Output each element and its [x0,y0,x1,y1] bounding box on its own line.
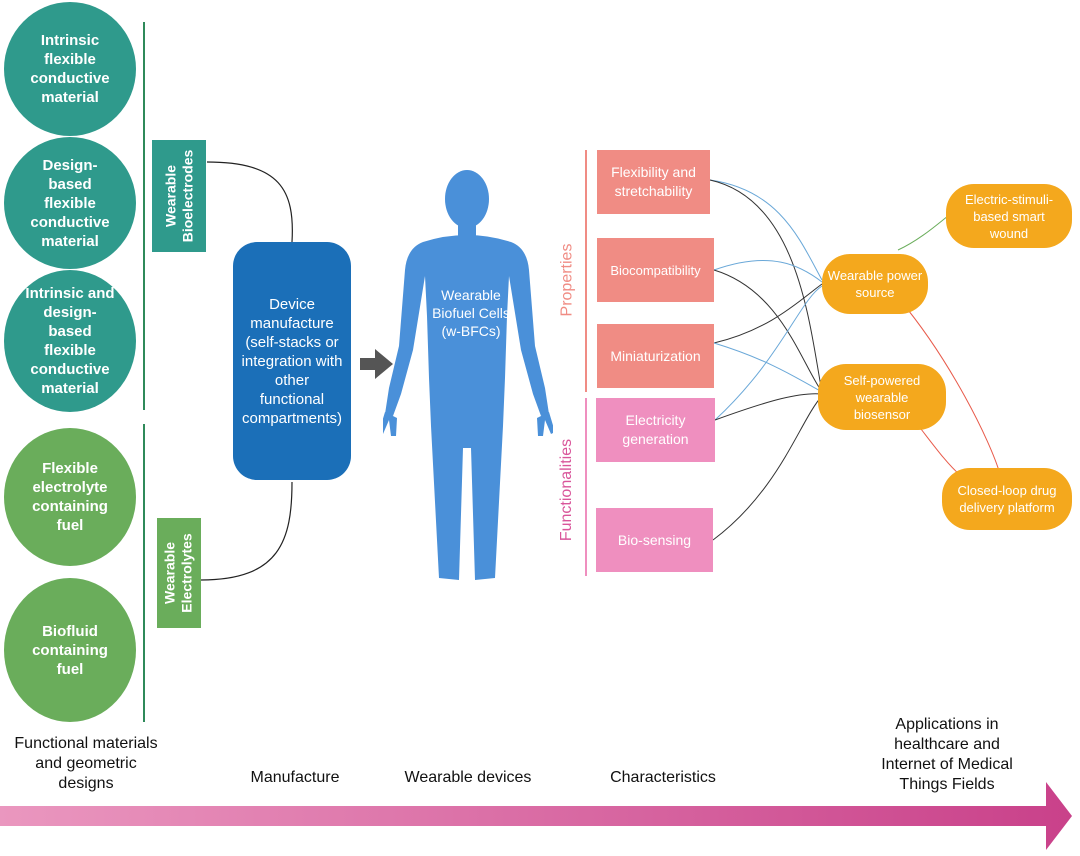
stage-applications: Applications in healthcare and Internet … [881,716,1013,793]
timeline-arrow-icon [0,782,1072,850]
characteristic-links [709,179,823,541]
functionalities-label: Functionalities [558,438,575,542]
stage-materials: Functional materials and geometric desig… [14,735,158,792]
power-to-drug-link [899,299,1001,475]
characteristic-flexibility: Flexibility and stretchability [597,150,710,214]
stage-manufacture: Manufacture [250,769,340,786]
application-drug-delivery: Closed-loop drug delivery platform [942,468,1072,530]
material-circle-biofluid-fuel: Biofluid containing fuel [4,578,136,722]
material-circle-electrolyte-fuel: Flexible electrolyte containing fuel [4,428,136,566]
gray-arrow-icon [360,349,393,379]
application-biosensor: Self-powered wearable biosensor [818,364,946,430]
human-body-icon [383,170,553,580]
tag-wearable-electrolytes: Wearable Electrolytes [157,518,201,628]
application-power-source: Wearable power source [822,254,928,314]
stage-devices: Wearable devices [404,769,532,786]
material-circle-intrinsic: Intrinsic flexible conductive material [4,2,136,136]
power-to-wound-link [897,215,949,251]
bioelectrodes-to-device-curve [206,161,293,243]
characteristic-electricity: Electricity generation [596,398,715,462]
properties-label: Properties [558,243,576,317]
material-circle-design-based: Design-based flexible conductive materia… [4,137,136,269]
material-circle-hybrid: Intrinsic and design-based flexible cond… [4,270,136,412]
body-label: Wearable Biofuel Cells (w-BFCs) [432,287,510,339]
electrolytes-to-device-curve [200,481,293,581]
characteristic-miniaturization: Miniaturization [597,324,714,388]
stage-characteristics: Characteristics [610,769,716,786]
characteristic-biocompatibility: Biocompatibility [597,238,714,302]
tag-wearable-bioelectrodes: Wearable Bioelectrodes [152,140,206,252]
application-smart-wound: Electric-stimuli-based smart wound [946,184,1072,248]
characteristic-biosensing: Bio-sensing [596,508,713,572]
device-manufacture-box: Device manufacture (self-stacks or integ… [233,242,351,480]
